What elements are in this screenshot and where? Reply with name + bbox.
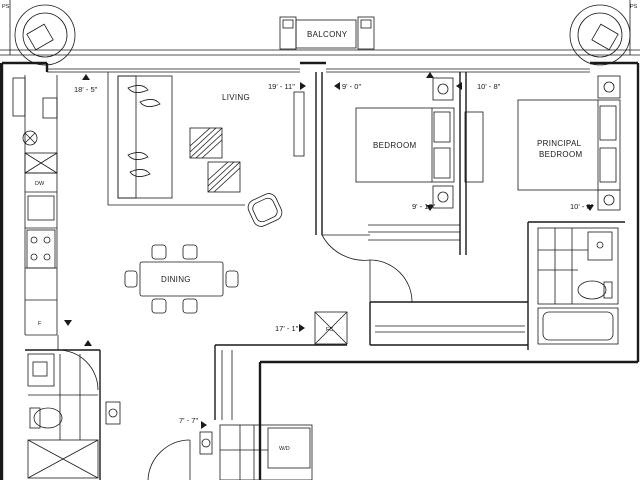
guest-bath — [25, 349, 121, 480]
dimension-living-depth: 19' - 11" — [268, 82, 295, 91]
dimension-living-width: 18' - 5" — [74, 85, 98, 94]
balcony-table — [279, 16, 375, 50]
dimension-bedroom-depth: 9' - 10" — [412, 202, 436, 211]
label-fc: FC — [326, 327, 333, 333]
label-ps-right: PS — [630, 4, 638, 10]
label-washer-dryer: W/D — [279, 446, 290, 452]
lounge-chair — [247, 193, 283, 227]
dimension-bedroom-width: 9' - 0" — [342, 82, 361, 91]
balcony-chair-left — [14, 4, 76, 66]
dimension-foyer-length: 17' - 1" — [275, 324, 299, 333]
exterior-walls — [0, 61, 640, 480]
room-label-principal-2: BEDROOM — [539, 150, 582, 159]
principal-bedroom: PRINCIPAL BEDROOM — [465, 72, 621, 255]
label-fridge: F — [38, 321, 42, 327]
label-ps-left: PS — [2, 4, 10, 10]
dimensions: 18' - 5" 19' - 11" 9' - 0" 10' - 8" 9' -… — [64, 72, 594, 429]
label-dishwasher: DW — [35, 181, 45, 187]
bedroom: BEDROOM — [315, 72, 484, 255]
room-label-dining: DINING — [161, 275, 191, 284]
hallway: FC — [214, 301, 528, 420]
balcony-chair-right — [569, 4, 631, 66]
room-label-bedroom: BEDROOM — [373, 141, 416, 150]
living-room: LIVING — [107, 72, 305, 227]
kitchen: DW F — [12, 75, 58, 336]
ensuite-bath — [527, 221, 625, 350]
room-label-principal-1: PRINCIPAL — [537, 139, 582, 148]
room-label-living: LIVING — [222, 93, 250, 102]
doors — [57, 234, 413, 480]
balcony-area: BALCONY PS PS — [0, 0, 640, 66]
dimension-principal-depth: 10' - 0" — [570, 202, 594, 211]
dining-area: DINING — [124, 244, 239, 314]
dimension-principal-width: 10' - 8" — [477, 82, 501, 91]
dimension-laundry-length: 7' - 7" — [179, 416, 198, 425]
laundry: W/D — [199, 350, 313, 480]
room-label-balcony: BALCONY — [307, 30, 348, 39]
